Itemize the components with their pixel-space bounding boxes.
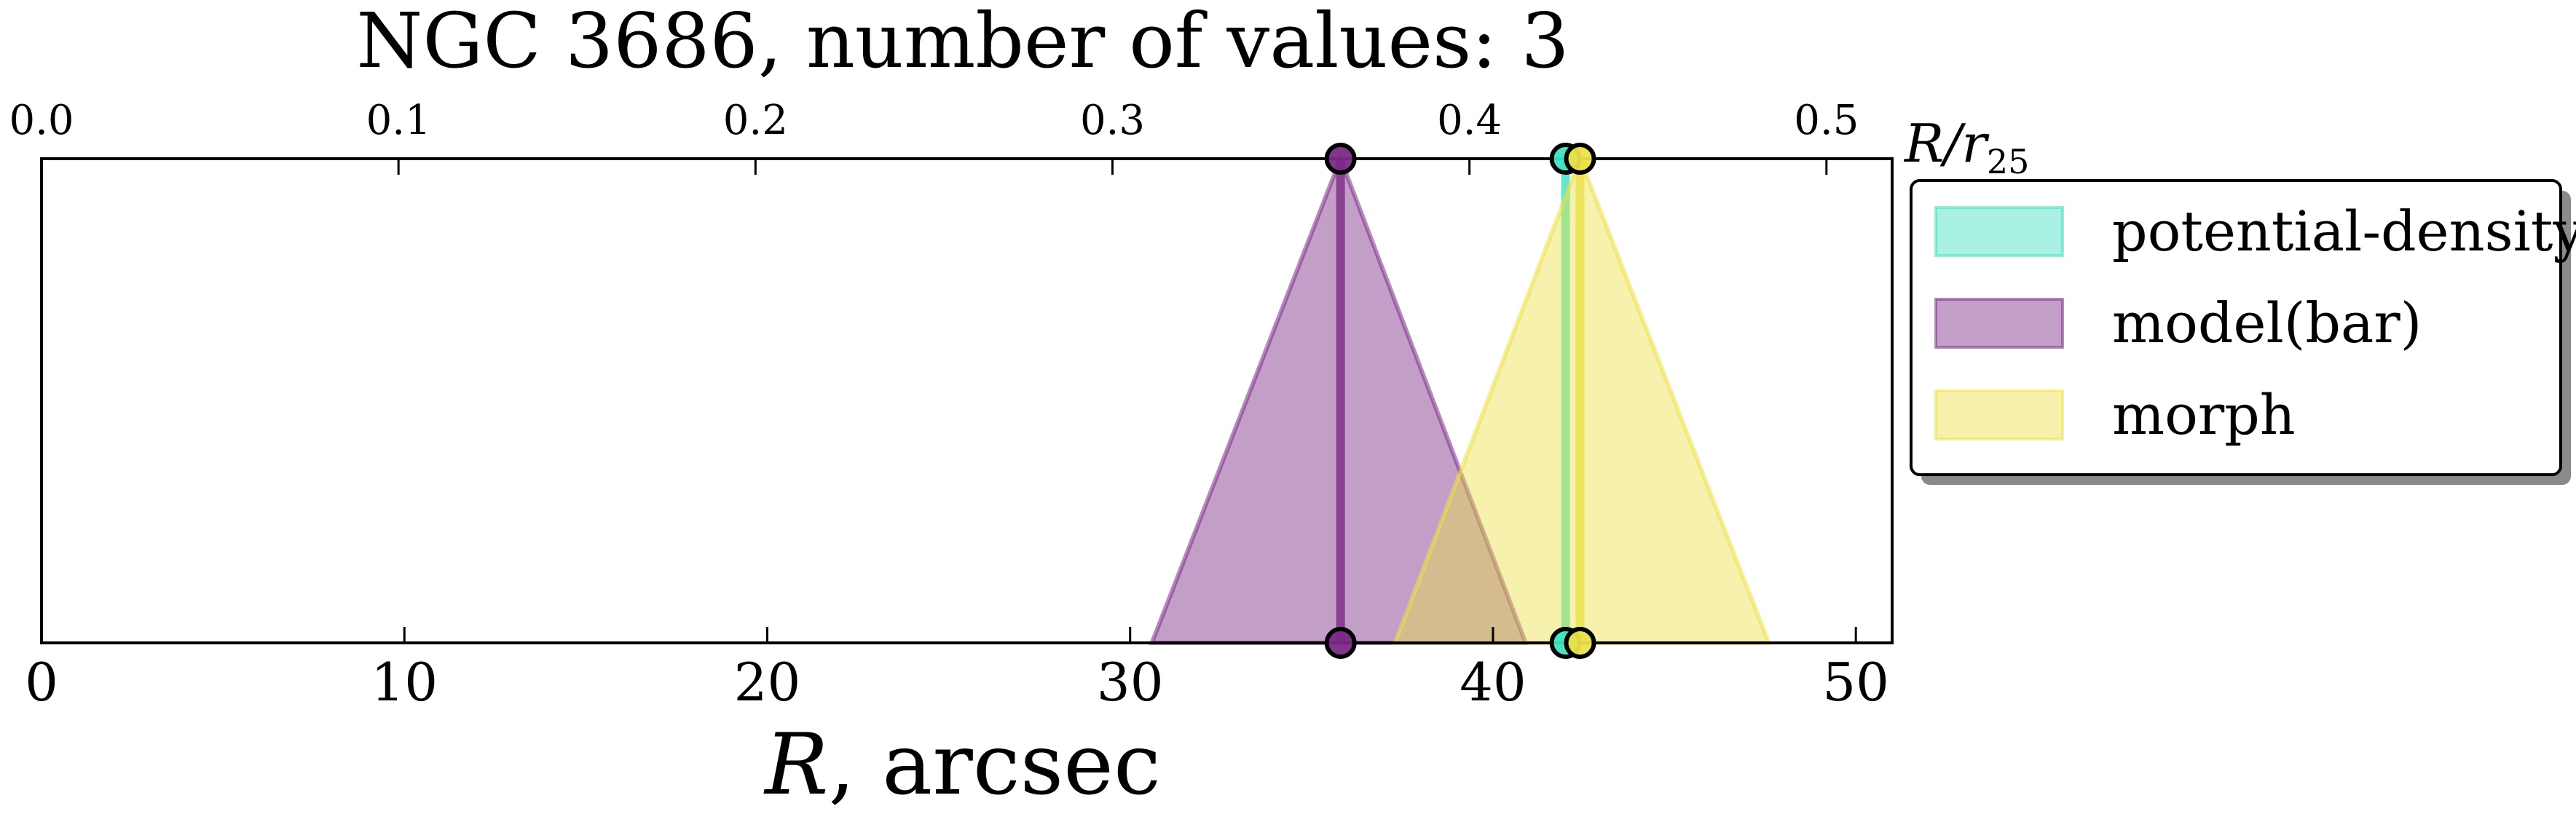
legend: potential-density model(bar) morph — [1910, 179, 2576, 485]
top-tick-label: 0.5 — [1794, 97, 1859, 144]
x-tick-label: 30 — [1097, 652, 1164, 713]
x-axis-label-symbol: R — [763, 716, 828, 814]
marker-top-model-bar- — [1324, 143, 1357, 175]
x-axis-label: R, arcsec — [763, 716, 1161, 814]
marker-top-morph — [1564, 143, 1596, 175]
x-tick-label: 0 — [25, 652, 58, 713]
legend-label-model-bar-: model(bar) — [2112, 290, 2422, 355]
ticks-layer: 0 10 20 30 40 50 0.0 0.1 0.2 0.3 0.4 0.5 — [9, 97, 1889, 713]
x-tick-label: 10 — [371, 652, 438, 713]
legend-label-potential-density: potential-density — [2112, 199, 2576, 264]
top-axis-label-main: R/r — [1903, 113, 1989, 174]
top-tick-label: 0.1 — [366, 97, 431, 144]
legend-box — [1910, 179, 2562, 476]
top-tick-label: 0.2 — [723, 97, 788, 144]
x-tick-label: 50 — [1822, 652, 1889, 713]
x-tick-label: 20 — [734, 652, 801, 713]
marker-bottom-model-bar- — [1324, 627, 1357, 659]
top-axis-label: R/r25 — [1903, 113, 2029, 181]
legend-swatch-model-bar- — [1934, 298, 2064, 349]
top-tick-label: 0.4 — [1437, 97, 1502, 144]
marker-bottom-morph — [1564, 627, 1596, 659]
top-tick-label: 0.0 — [9, 97, 74, 144]
legend-swatch-morph — [1934, 390, 2064, 440]
x-axis-label-unit: , arcsec — [828, 716, 1160, 814]
legend-items: potential-density model(bar) morph — [1934, 199, 2576, 447]
x-tick-label: 40 — [1460, 652, 1527, 713]
legend-label-morph: morph — [2112, 382, 2296, 447]
chart-title: NGC 3686, number of values: 3 — [356, 0, 1569, 85]
markers-layer — [1324, 143, 1596, 659]
legend-swatch-potential-density — [1934, 206, 2064, 257]
series-layer — [1149, 152, 1772, 645]
top-tick-label: 0.3 — [1080, 97, 1145, 144]
top-axis-label-subscript: 25 — [1987, 142, 2030, 181]
plot-frame — [40, 157, 1894, 644]
